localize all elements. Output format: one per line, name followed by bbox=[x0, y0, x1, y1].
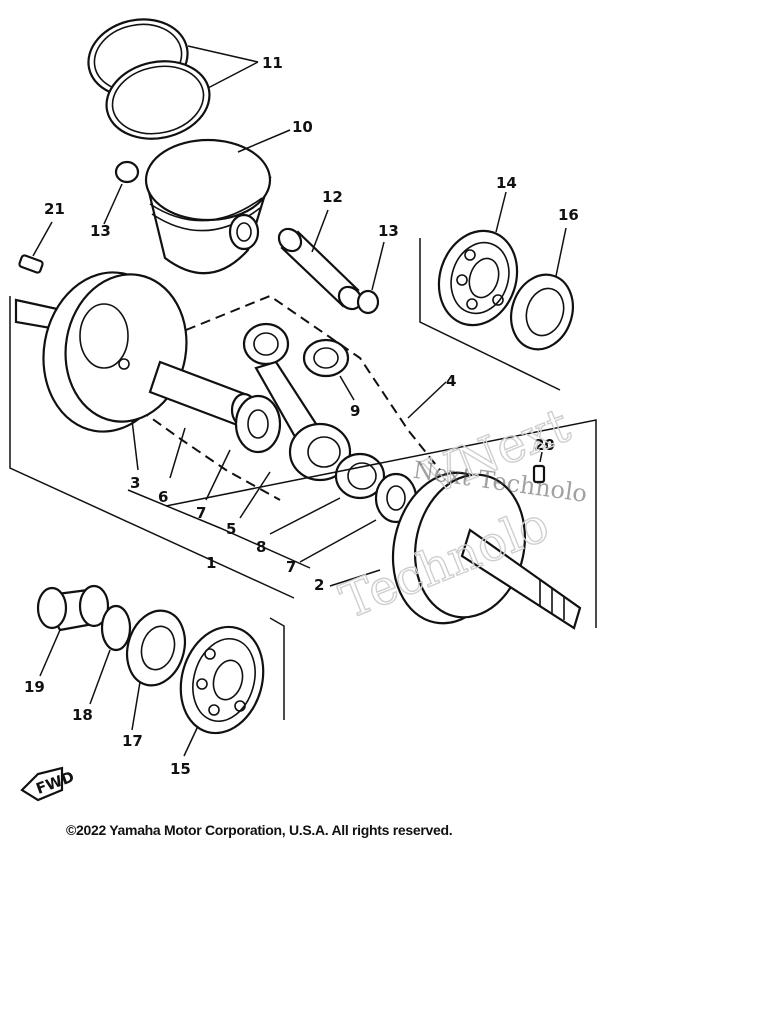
connecting-rod bbox=[239, 322, 352, 519]
oil-seal-17 bbox=[126, 609, 186, 731]
callout-4: 4 bbox=[446, 372, 456, 390]
small-end-bearing bbox=[302, 338, 355, 401]
oil-seal-16 bbox=[510, 227, 574, 351]
fwd-arrow-icon: FWD bbox=[20, 766, 77, 802]
piston-pin-clip-left bbox=[103, 160, 140, 225]
callout-16: 16 bbox=[558, 206, 579, 224]
callout-18: 18 bbox=[72, 706, 93, 724]
bearing-14 bbox=[437, 191, 519, 327]
callout-7-left: 7 bbox=[196, 504, 206, 522]
woodruff-key bbox=[532, 451, 546, 484]
callout-3: 3 bbox=[130, 474, 140, 492]
copyright-notice: ©2022 Yamaha Motor Corporation, U.S.A. A… bbox=[66, 822, 453, 838]
callout-5: 5 bbox=[226, 520, 236, 538]
callout-9: 9 bbox=[350, 402, 360, 420]
crank-wheel-right bbox=[329, 471, 582, 630]
crank-wheel-left bbox=[14, 271, 188, 471]
callout-7-right: 7 bbox=[286, 558, 296, 576]
dowel-pin bbox=[18, 221, 53, 274]
thrust-washer-left bbox=[205, 394, 282, 501]
bushing-19 bbox=[36, 584, 110, 677]
callout-10: 10 bbox=[292, 118, 313, 136]
callout-21: 21 bbox=[44, 200, 65, 218]
piston-pin bbox=[277, 209, 363, 311]
callout-1: 1 bbox=[206, 554, 216, 572]
callout-6: 6 bbox=[158, 488, 168, 506]
callout-13-right: 13 bbox=[378, 222, 399, 240]
bearing-15 bbox=[179, 625, 265, 757]
o-ring-18 bbox=[89, 604, 132, 705]
callout-13-left: 13 bbox=[90, 222, 111, 240]
callout-20: 20 bbox=[534, 436, 555, 454]
callout-2: 2 bbox=[314, 576, 324, 594]
callout-17: 17 bbox=[122, 732, 143, 750]
callout-19: 19 bbox=[24, 678, 45, 696]
callout-14: 14 bbox=[496, 174, 517, 192]
callout-8: 8 bbox=[256, 538, 266, 556]
piston bbox=[144, 129, 291, 275]
piston-pin-clip-right bbox=[356, 241, 385, 315]
callout-11: 11 bbox=[262, 54, 283, 72]
piston-rings bbox=[87, 18, 259, 140]
callout-15: 15 bbox=[170, 760, 191, 778]
callout-12: 12 bbox=[322, 188, 343, 206]
